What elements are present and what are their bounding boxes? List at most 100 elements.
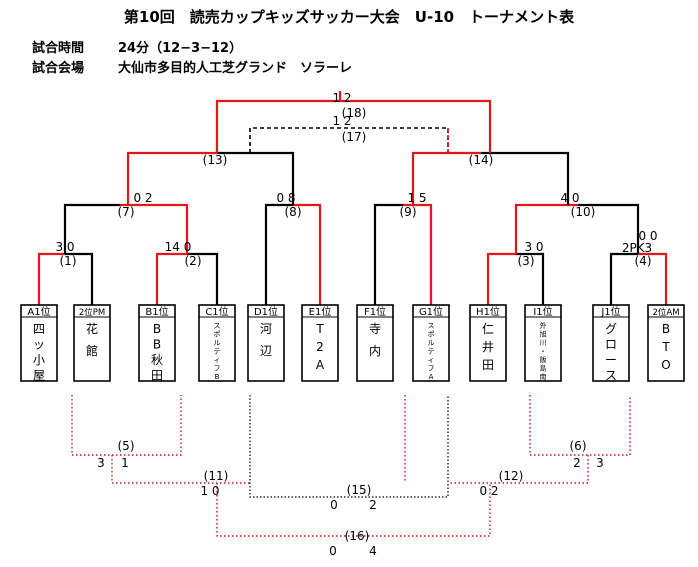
team-name-char: 四 bbox=[33, 322, 45, 336]
team-name-char: グ bbox=[605, 322, 617, 336]
team-name-char: 田 bbox=[151, 369, 163, 383]
match-time-label: 試合時間 bbox=[32, 41, 85, 56]
bracket-line bbox=[215, 99, 340, 153]
bracket-line bbox=[340, 99, 492, 153]
team-box bbox=[198, 304, 236, 382]
team-code: B1位 bbox=[145, 305, 168, 318]
match-score: 1 5 bbox=[407, 191, 426, 205]
match-label: (18) bbox=[342, 106, 367, 120]
match-score: 3 bbox=[596, 456, 604, 470]
match-score: 3 0 bbox=[55, 240, 74, 254]
team-name-char: ィ bbox=[428, 356, 435, 364]
match-score: 2 bbox=[369, 498, 377, 512]
team-name-char: ル bbox=[428, 339, 435, 347]
match-label: (5) bbox=[118, 439, 135, 453]
bracket-line bbox=[609, 252, 638, 305]
team-name-char: 小 bbox=[33, 353, 45, 367]
team-name-char: 飯 bbox=[540, 355, 547, 364]
bracket-line bbox=[516, 252, 545, 305]
bracket-line bbox=[481, 151, 570, 205]
bracket-line bbox=[37, 252, 65, 305]
match-score: 0 bbox=[330, 498, 338, 512]
team-code: H1位 bbox=[476, 305, 500, 318]
match-pk-score: 2PK3 bbox=[622, 241, 652, 255]
team-name-char: T bbox=[315, 322, 324, 336]
team-name-char: 屋 bbox=[33, 369, 45, 383]
classification-line bbox=[448, 455, 589, 484]
team-name-char: ー bbox=[605, 353, 617, 367]
match-label: (12) bbox=[499, 469, 524, 483]
bracket-line bbox=[126, 151, 217, 205]
team-name-char: ス bbox=[428, 322, 435, 330]
classification-line bbox=[111, 455, 250, 484]
team-name-char: ポ bbox=[214, 331, 221, 339]
team-code: D1位 bbox=[254, 305, 278, 318]
match-label: (8) bbox=[285, 205, 302, 219]
team-code: A1位 bbox=[27, 305, 50, 318]
team-code: J1位 bbox=[600, 305, 620, 318]
team-name-char: フ bbox=[428, 365, 435, 373]
match-label: (3) bbox=[518, 254, 535, 268]
team-box bbox=[524, 304, 562, 382]
match-label: (1) bbox=[60, 254, 77, 268]
match-score: 4 0 bbox=[560, 191, 579, 205]
bracket-lines bbox=[37, 91, 668, 537]
bracket-line bbox=[63, 203, 120, 254]
match-score: 3 bbox=[97, 456, 105, 470]
team-code: G1位 bbox=[419, 305, 443, 318]
team-code: 2位AM bbox=[652, 307, 679, 318]
match-label: (6) bbox=[570, 439, 587, 453]
classification-line bbox=[216, 483, 491, 537]
match-score: 1 bbox=[121, 456, 129, 470]
team-name-char: 南 bbox=[540, 372, 547, 381]
match-label: (11) bbox=[204, 469, 229, 483]
team-name-char: ス bbox=[605, 369, 617, 383]
bracket-line bbox=[638, 252, 668, 305]
team-name-char: ス bbox=[214, 322, 221, 330]
bracket-line bbox=[578, 203, 640, 254]
match-score: 1 2 bbox=[332, 114, 351, 128]
team-box bbox=[20, 304, 58, 382]
match-label: (15) bbox=[347, 483, 372, 497]
bracket-line bbox=[486, 252, 516, 305]
team-name-char: フ bbox=[214, 365, 221, 373]
team-name-char: テ bbox=[428, 348, 435, 356]
team-name-char: 外 bbox=[540, 321, 547, 330]
match-label: (14) bbox=[469, 153, 494, 167]
team-name-char: テ bbox=[214, 348, 221, 356]
venue-label: 試合会場 bbox=[32, 61, 85, 76]
team-name-char: 川 bbox=[540, 339, 547, 347]
team-name-char: ロ bbox=[605, 338, 617, 352]
team-name-char: 秋 bbox=[151, 353, 163, 367]
team-box bbox=[592, 304, 630, 382]
team-name-char: B bbox=[153, 322, 161, 336]
team-name-char: T bbox=[661, 340, 670, 354]
team-box bbox=[73, 304, 111, 382]
match-time-value: 24分（12−3−12） bbox=[118, 41, 243, 56]
team-name-char: 田 bbox=[482, 358, 494, 372]
team-name-char: 島 bbox=[540, 364, 547, 373]
bracket-line bbox=[403, 203, 433, 305]
team-name-char: 辺 bbox=[260, 344, 272, 358]
bracket-line bbox=[120, 203, 189, 254]
match-score: 0 2 bbox=[133, 191, 152, 205]
team-name-char: ポ bbox=[428, 331, 435, 339]
team-box bbox=[301, 304, 339, 382]
bracket-line bbox=[187, 252, 219, 305]
team-name-char: 内 bbox=[369, 344, 381, 358]
team-name-char: 2 bbox=[316, 340, 324, 354]
match-label: (2) bbox=[185, 254, 202, 268]
team-code: I1位 bbox=[533, 305, 552, 318]
bracket-line bbox=[373, 203, 403, 305]
team-box bbox=[138, 304, 176, 382]
match-label: (13) bbox=[203, 153, 228, 167]
match-score: 0 8 bbox=[276, 191, 295, 205]
team-name-char: B bbox=[662, 322, 670, 336]
match-score: 4 bbox=[369, 544, 377, 558]
team-box bbox=[469, 304, 507, 382]
match-label: (10) bbox=[571, 205, 596, 219]
bracket-line bbox=[65, 252, 94, 305]
team-code: E1位 bbox=[309, 305, 332, 318]
page-title: 第10回 読売カップキッズサッカー大会 U-10 トーナメント表 bbox=[123, 8, 575, 26]
